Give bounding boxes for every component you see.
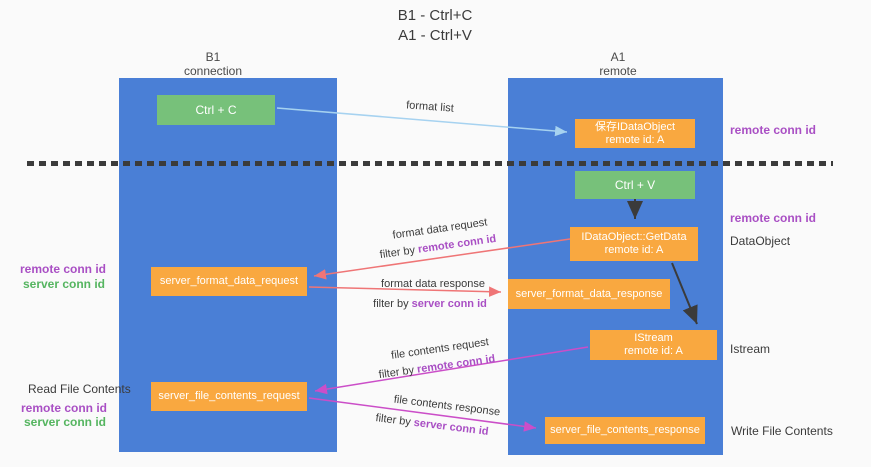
node-server-file-contents-response-label: server_file_contents_response (550, 424, 700, 436)
title-line-1: B1 - Ctrl+C (397, 7, 473, 24)
annotation-server-conn-id-top-left: server conn id (22, 277, 105, 291)
title-line-2: A1 - Ctrl+V (398, 27, 472, 44)
node-istream: IStream remote id: A (590, 330, 717, 360)
annotation-write-file-contents: Write File Contents (731, 424, 833, 438)
node-getdata-line2: remote id: A (604, 244, 664, 256)
annotation-remote-conn-id-top-left: remote conn id (20, 262, 107, 276)
right-column-header: A1 remote (558, 50, 678, 78)
annotation-istream: Istream (730, 342, 771, 356)
node-server-file-contents-request: server_file_contents_request (151, 382, 307, 411)
edge-label-format-data-response-filter: filter by server conn id (373, 298, 487, 310)
node-server-format-data-request-label: server_format_data_request (159, 275, 299, 287)
annotation-dataobject: DataObject (730, 234, 791, 248)
annotation-remote-conn-id-bottom-left: remote conn id (21, 401, 108, 415)
node-server-format-data-response: server_format_data_response (508, 279, 670, 309)
node-server-file-contents-request-label: server_file_contents_request (158, 390, 300, 402)
annotation-server-conn-id-bottom-left: server conn id (23, 415, 106, 429)
edge-label-format-data-response: format data response (381, 278, 485, 290)
node-server-format-data-response-label: server_format_data_response (515, 287, 663, 300)
server-conn-id-key: server conn id (413, 416, 490, 438)
filter-by-text: filter by (378, 363, 418, 382)
node-ctrl-v-label: Ctrl + V (614, 177, 656, 192)
node-istream-line2: remote id: A (624, 345, 683, 357)
right-column-name: A1 (610, 50, 626, 64)
right-column-role: remote (599, 64, 637, 78)
edge-label-file-contents-response-filter: filter by server conn id (375, 412, 489, 438)
annotation-remote-conn-id-top-right: remote conn id (730, 123, 817, 137)
annotation-remote-conn-id-mid-right: remote conn id (730, 211, 817, 225)
node-ctrl-v: Ctrl + V (575, 171, 695, 199)
node-server-format-data-request: server_format_data_request (151, 267, 307, 296)
annotation-read-file-contents: Read File Contents (28, 382, 131, 396)
node-save-idataobject-line2: remote id: A (605, 133, 665, 146)
edge-label-file-contents-response: file contents response (393, 393, 501, 419)
node-getdata-line1: IDataObject::GetData (581, 231, 687, 243)
node-save-idataobject: 保存IDataObject remote id: A (575, 119, 695, 148)
dashed-separator-line (27, 161, 833, 166)
node-istream-line1: IStream (634, 332, 673, 344)
left-column-header: B1 connection (153, 50, 273, 78)
left-column-name: B1 (205, 50, 221, 64)
filter-by-text: filter by (374, 412, 415, 429)
edge-label-format-list: format list (405, 99, 455, 115)
server-conn-id-key: server conn id (411, 298, 487, 310)
node-ctrl-c: Ctrl + C (157, 95, 275, 125)
filter-by-text: filter by (379, 243, 419, 262)
node-server-file-contents-response: server_file_contents_response (545, 417, 705, 444)
left-column-role: connection (183, 64, 243, 78)
diagram-title: B1 - Ctrl+C A1 - Ctrl+V (300, 6, 570, 46)
node-ctrl-c-label: Ctrl + C (195, 102, 237, 117)
node-idataobject-getdata: IDataObject::GetData remote id: A (570, 227, 698, 261)
filter-by-text: filter by (373, 298, 412, 310)
node-save-idataobject-line1: 保存IDataObject (594, 120, 676, 133)
